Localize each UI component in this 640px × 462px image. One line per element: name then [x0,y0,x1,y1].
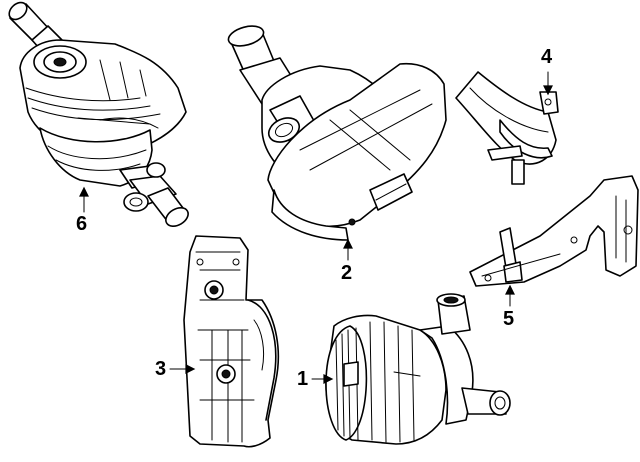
callout-2: 2 [341,262,353,284]
part-6-auxiliary-pump [8,1,189,227]
leader-1 [311,374,334,384]
leader-5 [505,284,515,307]
leader-2 [343,238,353,261]
leader-6 [79,186,89,213]
part-3-bracket [183,235,280,448]
part-4-clamp-bracket [455,71,559,185]
callout-5: 5 [503,308,515,330]
callout-6: 6 [76,213,88,235]
leader-4 [543,71,553,96]
callout-4: 4 [541,46,553,68]
part-1-electric-pump [325,293,511,445]
callout-1: 1 [297,368,309,390]
part-2-water-pump [227,25,447,241]
leader-3 [169,364,196,374]
part-5-mounting-bracket [469,175,639,287]
callout-3: 3 [155,358,167,380]
